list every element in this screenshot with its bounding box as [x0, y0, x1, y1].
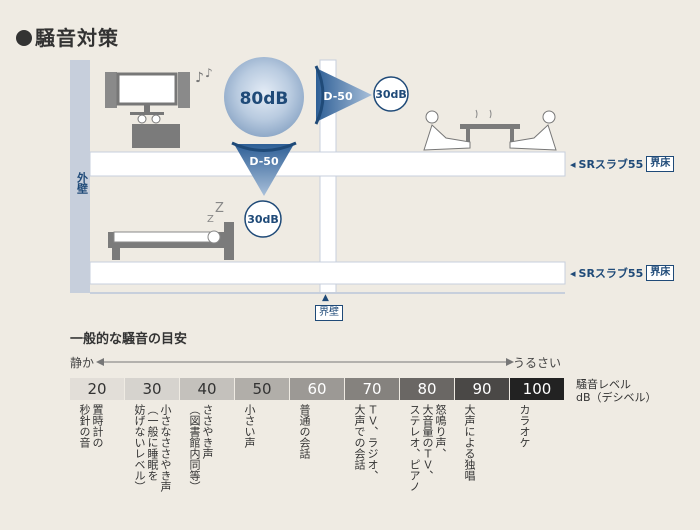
unit-line1: 騒音レベル	[576, 378, 631, 391]
reduction-label-side: D-50	[323, 90, 353, 103]
page-title: 騒音対策	[16, 22, 119, 51]
level-description: 置時計の 秒針の音	[78, 404, 104, 448]
level-description: 小さなささやき声 （一般に睡眠を 妨げないレベル）	[133, 404, 172, 492]
svg-text:♪: ♪	[195, 70, 204, 86]
bullet-icon	[16, 30, 32, 46]
boundary-wall-label: 界壁	[315, 305, 343, 321]
arrow-left-icon: ◂	[570, 266, 576, 280]
arrow-left-icon: ◂	[570, 157, 576, 171]
level-cell: 60	[290, 378, 344, 400]
slab-label-upper: ◂ SRスラブ55 界床	[570, 156, 675, 172]
result-circle-right	[373, 76, 409, 112]
level-description: 小さい声	[243, 404, 256, 448]
loud-text: うるさい	[513, 356, 562, 370]
level-cell: 80	[400, 378, 454, 400]
building-section: ♪ ♪ 80dB D-50 30dB D-50 30dB Z Z 外壁	[70, 57, 566, 294]
outer-wall-label: 外壁	[76, 171, 90, 194]
reduction-cone-down	[234, 144, 294, 196]
floor-tag-lower: 界床	[646, 265, 675, 281]
slab-label-lower: ◂ SRスラブ55 界床	[570, 265, 675, 281]
level-cell: 100	[510, 378, 564, 400]
scale-title: 一般的な騒音の目安	[70, 332, 188, 347]
lower-slab	[89, 261, 566, 285]
svg-text:Z: Z	[207, 214, 214, 225]
level-cell: 20	[70, 378, 124, 400]
quiet-label: 静か	[70, 354, 94, 371]
level-description: ささやき声 （図書館内同等）	[188, 404, 214, 492]
level-cell: 50	[235, 378, 289, 400]
tv-stereo-icon: ♪ ♪	[105, 66, 213, 148]
unit-line2: dB（デシベル）	[576, 391, 657, 404]
slab-name-lower: SRスラブ55	[578, 267, 644, 280]
quiet-text: 静か	[70, 356, 95, 370]
loud-label: うるさい	[513, 354, 561, 371]
level-description: 大声による独唱	[463, 404, 476, 481]
level-description: 普通の会話	[298, 404, 311, 459]
floor-tag-upper: 界床	[646, 156, 675, 172]
arrow-up-icon: ▲	[322, 293, 329, 303]
level-description: カラオケ	[518, 404, 531, 448]
level-description: 怒鳴り声、 大音量のＴＶ、 ステレオ、ピアノ	[408, 404, 447, 492]
level-description: ＴＶ、ラジオ、 大声での会話	[353, 404, 379, 481]
level-cell: 30	[125, 378, 179, 400]
result-right-label: 30dB	[375, 88, 407, 101]
svg-text:♪: ♪	[205, 66, 213, 80]
upper-slab	[89, 151, 566, 177]
reduction-label-down: D-50	[249, 155, 279, 168]
source-db-label: 80dB	[240, 89, 289, 109]
level-cell: 90	[455, 378, 509, 400]
unit-label: 騒音レベル dB（デシベル）	[576, 378, 676, 404]
sleeping-person-icon: Z Z	[108, 201, 234, 260]
scale-arrow	[96, 358, 514, 366]
level-cell: 40	[180, 378, 234, 400]
sound-source-circle	[224, 57, 304, 137]
level-cell: 70	[345, 378, 399, 400]
result-circle-below	[244, 200, 282, 238]
title-text: 騒音対策	[35, 26, 119, 50]
slab-name-upper: SRスラブ55	[578, 158, 644, 171]
people-at-table-icon	[423, 109, 557, 151]
svg-text:Z: Z	[215, 201, 224, 216]
reduction-cone-side	[316, 68, 372, 122]
result-below-label: 30dB	[247, 213, 279, 226]
outer-wall	[70, 60, 90, 293]
